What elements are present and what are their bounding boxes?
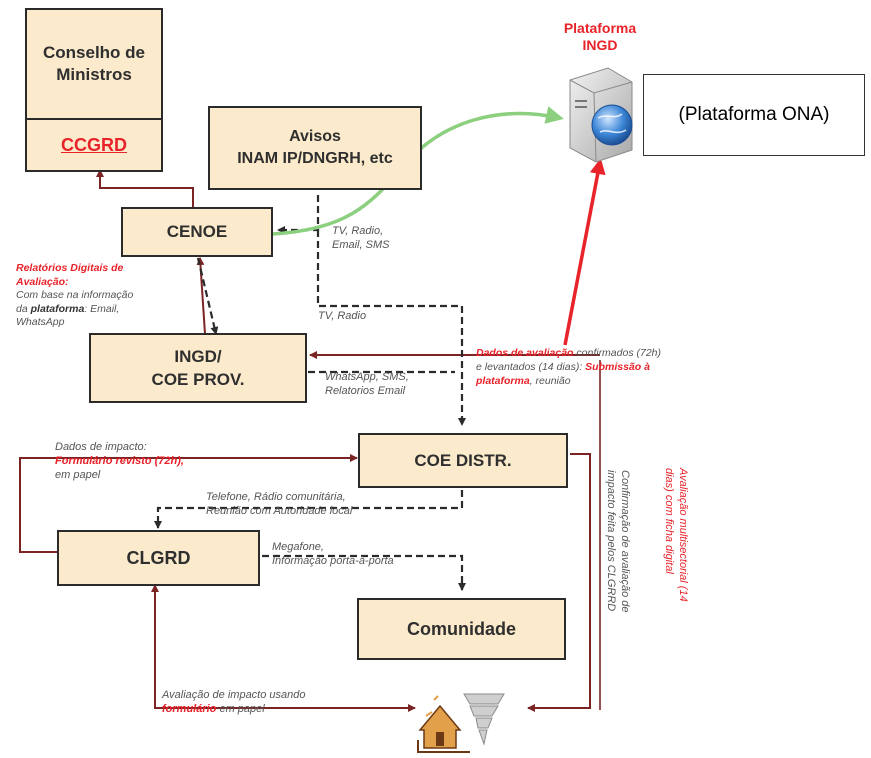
arrow-coedistr-to-clgrd	[154, 490, 464, 529]
node-cenoe-label: CENOE	[166, 222, 228, 241]
label-vert-multi-l2: dias) com ficha digital	[663, 468, 675, 574]
label-tv-radio: TV, Radio	[318, 309, 366, 323]
label-megafone: Megafone, Informação porta-à-porta	[272, 540, 394, 568]
label-vert-confirmacao-l1: Confirmação de avaliação de	[619, 470, 631, 613]
node-conselho-de-ministros: Conselho de Ministros	[25, 8, 163, 120]
label-megafone-l1: Megafone,	[272, 541, 324, 553]
label-tv-radio-email-l1: TV, Radio,	[332, 225, 384, 237]
label-dados-avaliacao: Dados de avaliação confirmados (72h) e l…	[476, 346, 661, 388]
label-relatorios-l2: da plataforma: Email,	[16, 303, 133, 317]
arrow-coedistr-right	[527, 453, 591, 712]
platform-callout: (Plataforma ONA)	[643, 74, 865, 156]
label-relatorios-l2-post: : Email,	[84, 302, 120, 315]
label-avaliacao-l1: Avaliação de impacto usando	[162, 689, 306, 701]
arrow-avisos-to-coedistr	[316, 230, 466, 426]
node-conselho-label: Conselho de Ministros	[42, 43, 145, 84]
label-tv-radio-email-l2: Email, SMS	[332, 239, 390, 251]
label-impacto-l3: em papel	[55, 469, 101, 481]
label-vert-confirmacao-l2: impacto feita pelos CLGRRD	[605, 470, 617, 612]
server-globe-icon	[569, 67, 633, 163]
arrow-to-platform	[563, 158, 606, 346]
label-whatsapp: WhatsApp, SMS, Relatorios Email	[325, 370, 409, 398]
node-comunidade: Comunidade	[357, 598, 566, 660]
node-cenoe: CENOE	[121, 207, 273, 257]
label-impacto-red: Formulário revisto (72h),	[55, 455, 184, 467]
label-dados-l2-pre: e levantados (14 dias):	[476, 361, 586, 373]
label-relatorios-l3: WhatsApp	[16, 316, 65, 328]
label-avaliacao-red: formulário	[162, 703, 217, 715]
label-vert-multi-l1: Avaliação multisectorial (14	[677, 468, 689, 602]
node-coe-distr: COE DISTR.	[358, 433, 568, 488]
arrow-cenoe-to-ccgrd	[96, 169, 194, 208]
label-dados-impacto: Dados de impacto: Formulário revisto (72…	[55, 440, 184, 482]
label-telefone-l2: Reunião com Autoridade local	[206, 505, 353, 517]
node-avisos-line1: Avisos	[289, 128, 341, 145]
label-dados-l3-rest: , reunião	[529, 375, 571, 387]
label-telefone-l1: Telefone, Rádio comunitária,	[206, 491, 346, 503]
label-tv-radio-email: TV, Radio, Email, SMS	[332, 224, 389, 252]
node-avisos: Avisos INAM IP/DNGRH, etc	[208, 106, 422, 190]
label-relatorios-red-l2: Avaliação:	[16, 275, 69, 288]
label-relatorios-l2-pre: da	[16, 302, 31, 315]
arrow-cenoe-to-ingd	[196, 257, 219, 335]
label-dados-l3: plataforma, reunião	[476, 374, 661, 388]
solid-arrows	[19, 169, 601, 712]
label-dados-l2: e levantados (14 dias): Submissão à	[476, 360, 661, 374]
label-relatorios-l2-bold: plataforma	[30, 302, 85, 315]
label-tv-radio-text: TV, Radio	[318, 310, 367, 322]
label-megafone-l2: Informação porta-à-porta	[272, 555, 394, 567]
label-telefone: Telefone, Rádio comunitária, Reunião com…	[206, 490, 352, 518]
label-avaliacao-l2: formulário em papel	[162, 702, 306, 716]
arrow-clgrd-to-comunidade	[262, 554, 466, 591]
label-whatsapp-l1: WhatsApp, SMS,	[325, 371, 409, 383]
node-ingd-line2: COE PROV.	[151, 370, 245, 389]
platform-title: Plataforma INGD	[540, 20, 660, 54]
node-ccgrd-label: CCGRD	[61, 134, 127, 155]
platform-callout-text: (Plataforma ONA)	[678, 104, 830, 125]
label-relatorios-l1: Com base na informação	[16, 289, 134, 301]
label-vert-multisectorial: Avaliação multisectorial (14 dias) com f…	[662, 468, 690, 602]
label-avaliacao-rest: em papel	[216, 703, 265, 715]
node-ingd-line1: INGD/	[174, 347, 222, 366]
label-impacto-l1: Dados de impacto:	[55, 441, 147, 453]
dashed-arrows	[154, 195, 466, 591]
arrow-avisos-to-cenoe	[277, 195, 320, 234]
platform-title-line1: Plataforma	[563, 20, 637, 36]
label-relatorios-red-l1: Relatórios Digitais de	[16, 262, 124, 274]
arrow-clgrd-to-coedistr	[19, 454, 358, 553]
label-dados-l3-red: plataforma	[476, 375, 530, 387]
label-dados-l1: Dados de avaliação confirmados (72h)	[476, 346, 661, 360]
node-clgrd-label: CLGRD	[126, 547, 191, 568]
label-dados-l2-red: Submissão à	[585, 361, 650, 373]
disaster-house-tornado-icon	[417, 693, 505, 753]
node-avisos-line2: INAM IP/DNGRH, etc	[237, 150, 393, 167]
label-dados-red: Dados de avaliação	[476, 347, 574, 359]
node-ccgrd: CCGRD	[25, 118, 163, 172]
label-avaliacao-impacto: Avaliação de impacto usando formulário e…	[162, 688, 306, 716]
platform-title-line2: INGD	[582, 37, 618, 53]
node-comunidade-label: Comunidade	[406, 618, 516, 639]
label-vert-confirmacao: Confirmação de avaliação de impacto feit…	[604, 470, 632, 612]
label-dados-rest1: confirmados (72h)	[573, 347, 662, 359]
node-clgrd: CLGRD	[57, 530, 260, 586]
label-relatorios-digitais: Relatórios Digitais de Avaliação: Com ba…	[16, 262, 133, 330]
node-coe-distr-label: COE DISTR.	[414, 450, 512, 470]
node-ingd-coe-prov: INGD/ COE PROV.	[89, 333, 307, 403]
label-whatsapp-l2: Relatorios Email	[325, 385, 406, 397]
